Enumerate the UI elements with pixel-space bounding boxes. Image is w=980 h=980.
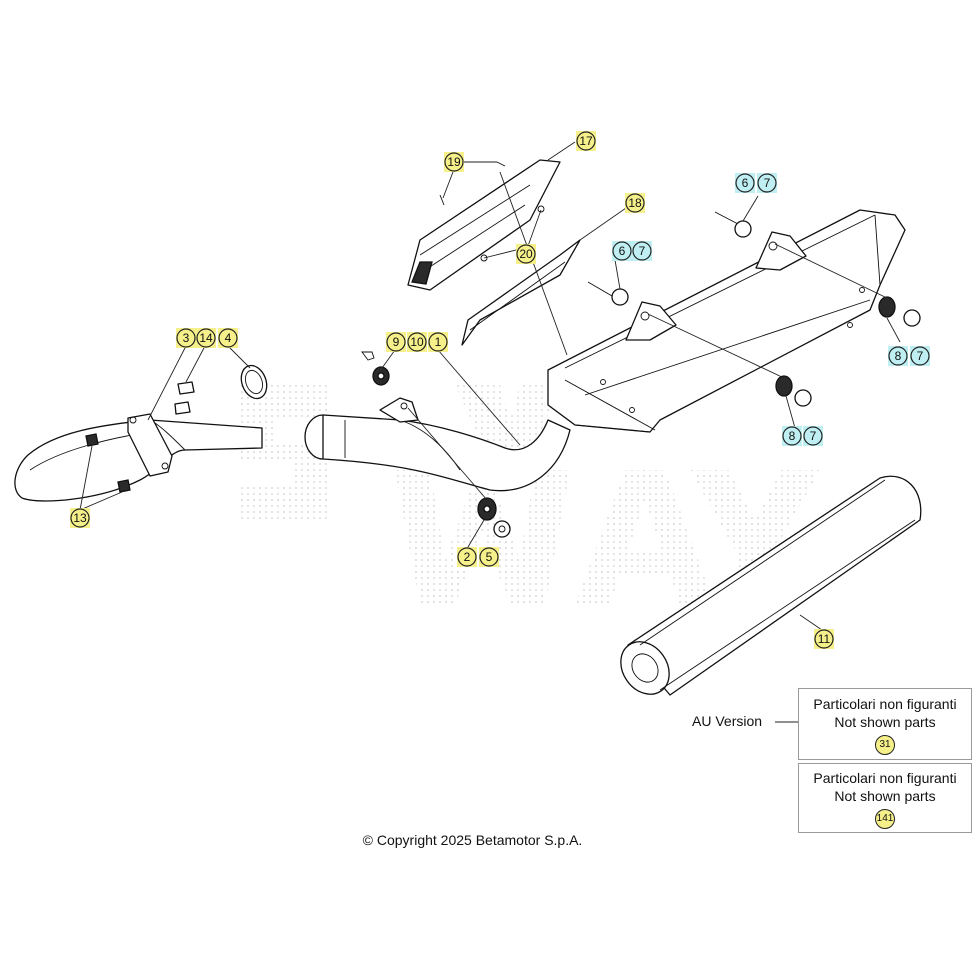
note-line-2: Not shown parts [834,788,936,804]
note-line-2: Not shown parts [834,714,936,730]
au-version-label: AU Version [692,713,763,729]
callout-number: 7 [639,244,646,258]
callout-number: 10 [410,335,424,349]
callout-number: 1 [435,335,442,349]
insulation-sleeve [620,475,922,696]
callout-circle [910,346,930,366]
callout-13: 13 [70,508,90,528]
callout-3: 3 [176,328,196,348]
callout-8: 8 [782,426,802,446]
callout-circle [612,241,632,261]
leader-lines [79,141,901,723]
callout-number: 20 [519,247,533,261]
callout-6: 6 [735,173,755,193]
callout-number: 8 [895,349,902,363]
callout-circle [428,332,448,352]
callout-circle [782,426,802,446]
callout-20: 20 [516,244,536,264]
callout-circle [444,152,464,172]
callout-circle [576,131,596,151]
callout-10: 10 [407,332,427,352]
callout-circle [516,244,536,264]
callout-circle [803,426,823,446]
callout-number: 11 [818,632,831,646]
callout-7: 7 [632,241,652,261]
callout-circle [632,241,652,261]
callout-1: 1 [428,332,448,352]
callout-number: 6 [619,244,626,258]
callout-number: 17 [579,134,593,148]
not-shown-parts-box-2: Particolari non figuranti Not shown part… [798,763,972,833]
callout-19: 19 [444,152,464,172]
not-shown-parts-box-1: Particolari non figuranti Not shown part… [798,688,972,760]
note-line-1: Particolari non figuranti [813,696,957,712]
callout-6: 6 [612,241,632,261]
callout-circle [407,332,427,352]
callout-number: 9 [393,335,400,349]
callout-number: 7 [810,429,817,443]
callout-circle [625,193,645,213]
callout-circle [218,328,238,348]
callout-2: 2 [457,547,477,567]
callout-number: 19 [447,155,461,169]
callout-7: 7 [803,426,823,446]
callout-5: 5 [479,547,499,567]
heat-shields [407,159,581,346]
callout-number: 7 [917,349,924,363]
note-part-number: 31 [875,735,895,755]
callout-11: 11 [814,629,834,649]
callout-number: 13 [73,511,87,525]
copyright-text: © Copyright 2025 Betamotor S.p.A. [362,832,583,848]
callout-18: 18 [625,193,645,213]
callout-circle [735,173,755,193]
callout-circle [176,328,196,348]
header-pipe [14,364,268,502]
note-part-number: 141 [875,809,895,829]
callout-number: 7 [764,176,771,190]
silencer [547,209,921,433]
callout-number: 6 [742,176,749,190]
callout-number: 4 [225,331,232,345]
callout-circle [888,346,908,366]
callout-circle [457,547,477,567]
callout-circle [386,332,406,352]
callout-number: 18 [628,196,642,210]
callout-number: 3 [183,331,190,345]
callout-7: 7 [757,173,777,193]
callout-4: 4 [218,328,238,348]
callout-17: 17 [576,131,596,151]
callout-8: 8 [888,346,908,366]
callout-number: 8 [789,429,796,443]
note-line-1: Particolari non figuranti [813,770,957,786]
callout-circle [196,328,216,348]
callout-circle [757,173,777,193]
callout-circle [479,547,499,567]
callout-number: 14 [199,331,213,345]
callout-circle [70,508,90,528]
callout-number: 2 [464,550,471,564]
callout-7: 7 [910,346,930,366]
callout-number: 5 [486,550,493,564]
callout-14: 14 [196,328,216,348]
callout-9: 9 [386,332,406,352]
callout-circle [814,629,834,649]
